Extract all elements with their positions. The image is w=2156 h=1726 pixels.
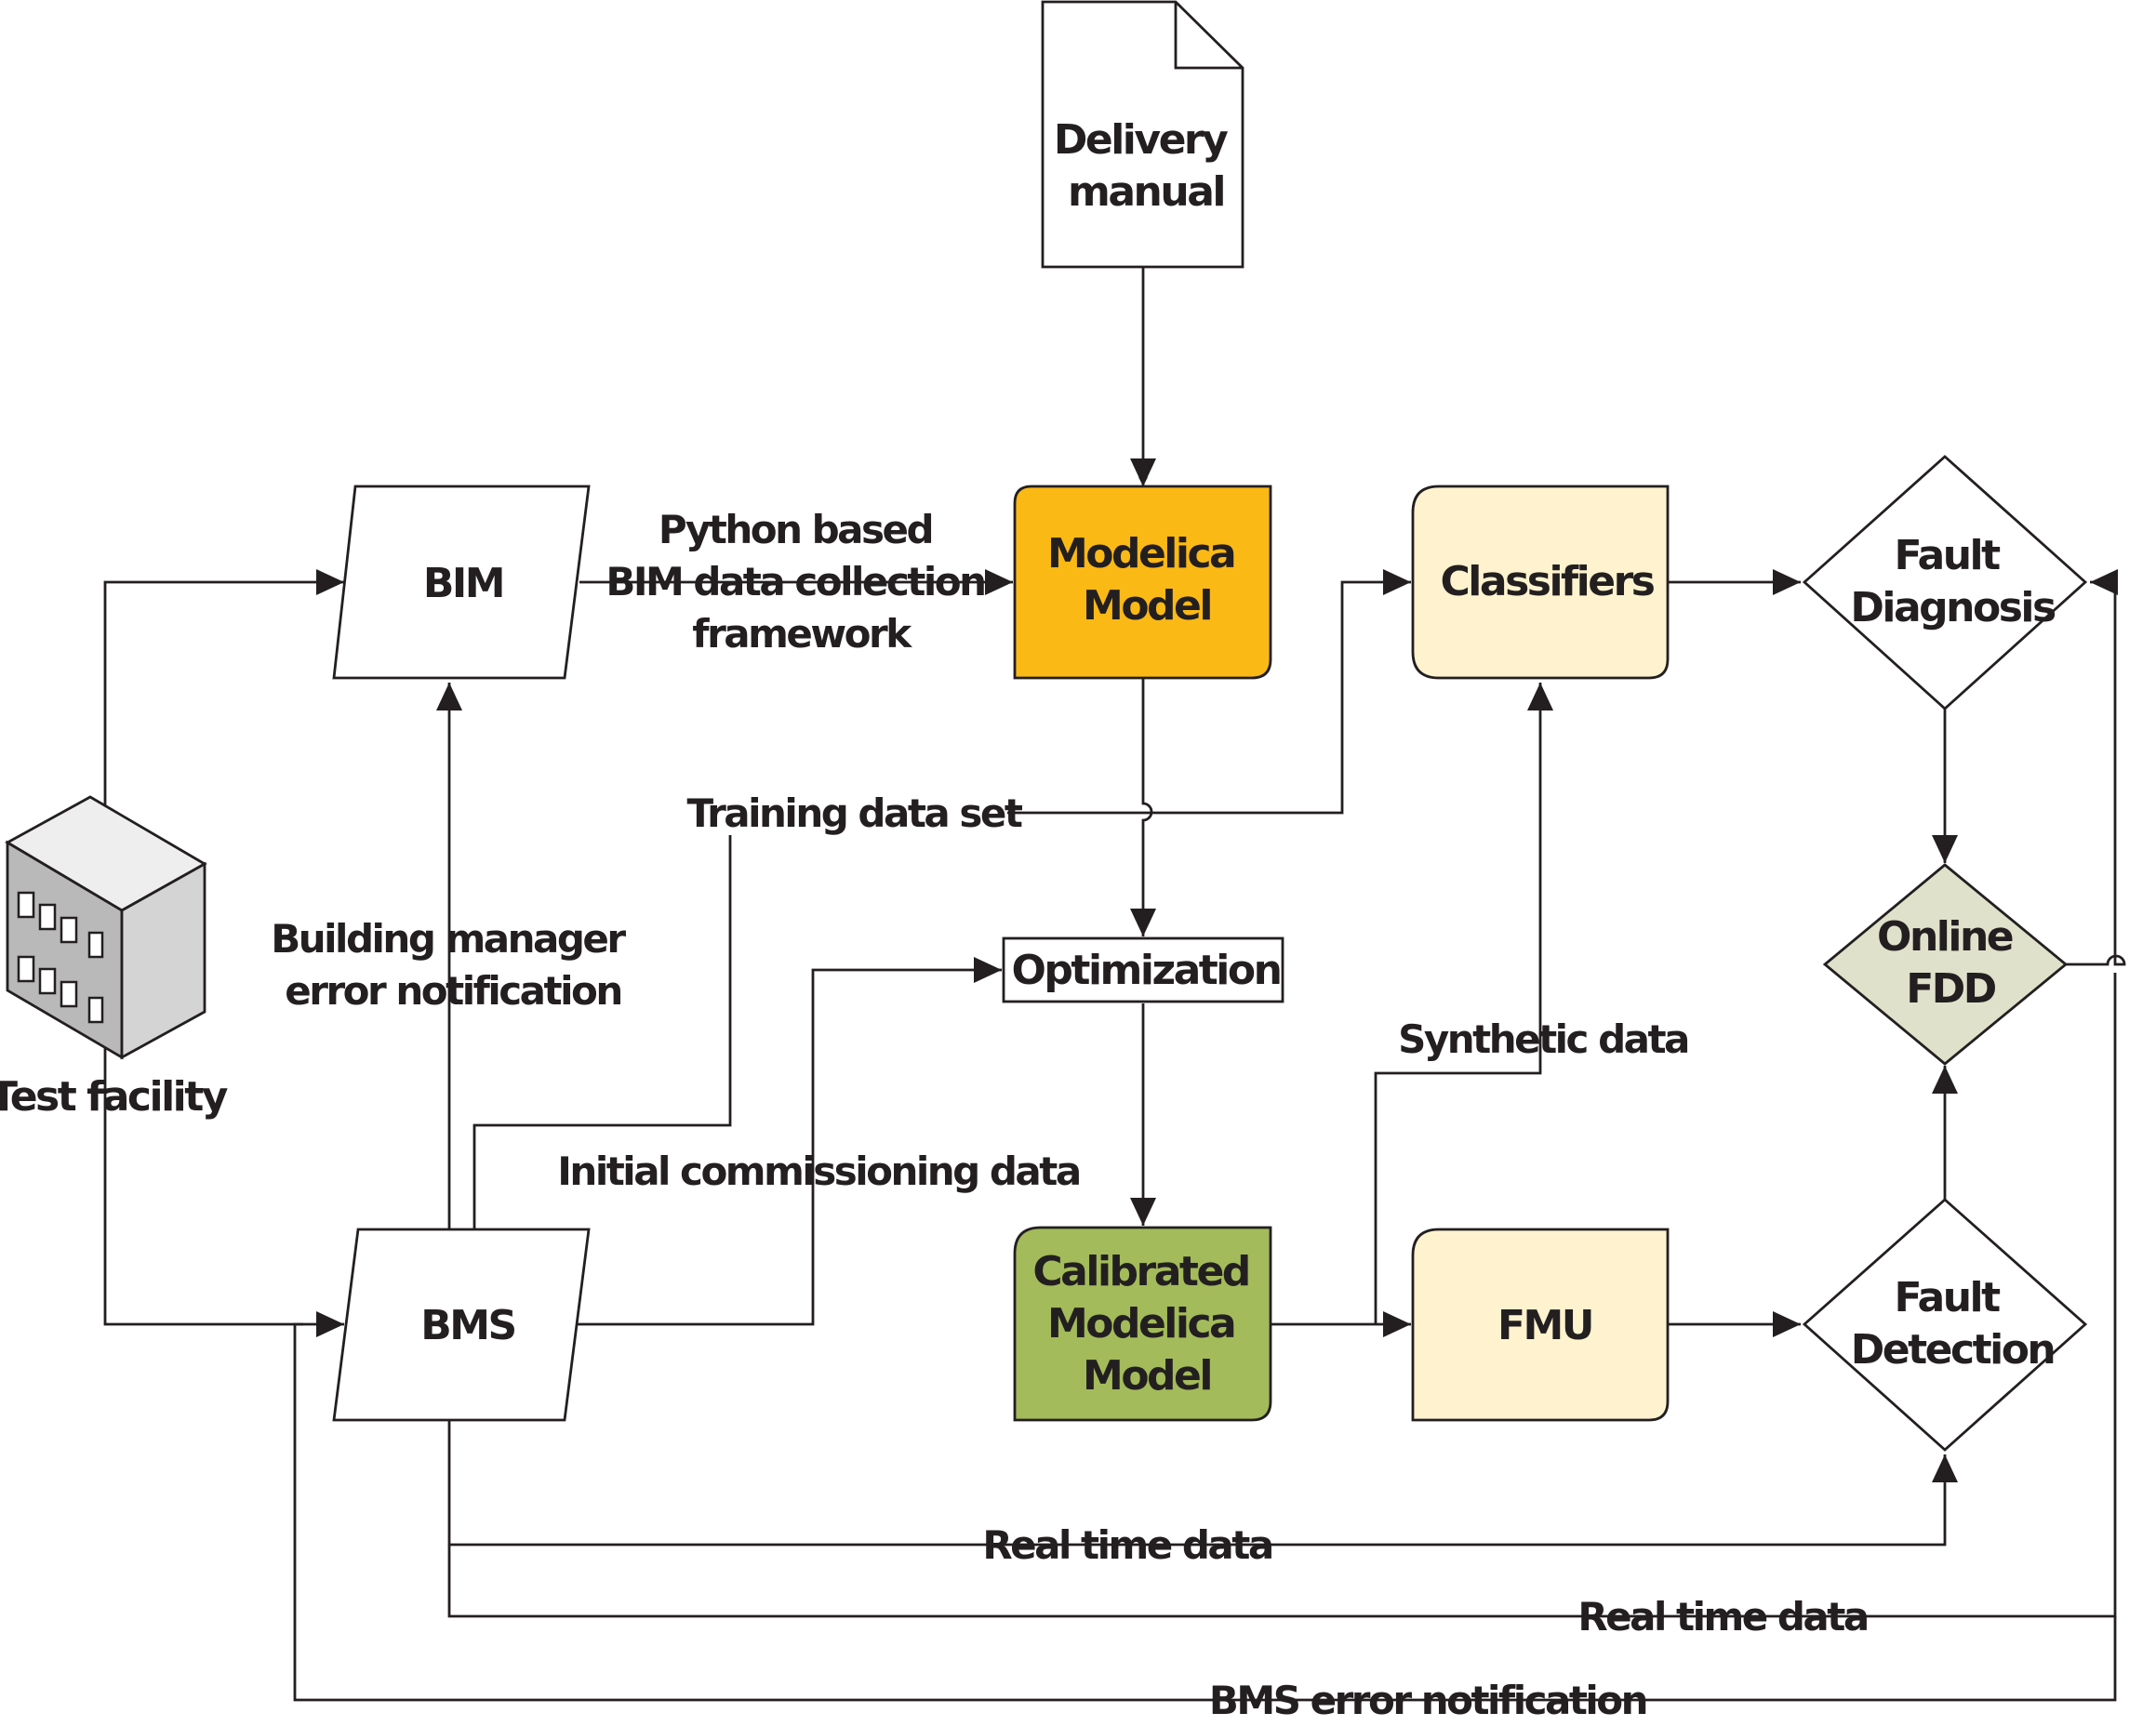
edge-bms-error (293, 1322, 2117, 1702)
edge-facility-to-bms (103, 1068, 344, 1326)
arrow-heads (316, 458, 2118, 1482)
bms-label: BMS (420, 1302, 515, 1349)
arrowhead-into-classifiers-from-fmu (1527, 683, 1553, 710)
edge-modelica-to-optimization (1141, 678, 1153, 936)
connectors (103, 267, 2126, 1702)
fmu-shape (1411, 1228, 1670, 1422)
edge-bms-to-training (472, 835, 732, 1229)
edge-label-bms-error: BMS error notification (1209, 1678, 1646, 1723)
fault-detection-shape (1802, 1198, 2088, 1452)
node-modelica-model: Modelica Model (1013, 485, 1272, 680)
arrowhead-into-fdd-from-detection (1932, 1066, 1958, 1094)
edge-label-real-time-1: Real time data (982, 1522, 1272, 1568)
arrowhead-into-detection (1773, 1311, 1801, 1337)
optimization-label: Optimization (1012, 947, 1281, 994)
arrowhead-into-optimization-from-bms (974, 957, 1002, 983)
arrowhead-into-fdd-from-diagnosis (1932, 835, 1958, 863)
node-calibrated-model: Calibrated Modelica Model (1013, 1226, 1272, 1422)
fault-diagnosis-label: Fault Diagnosis (1850, 532, 2056, 631)
calibrated-model-label: Calibrated Modelica Model (1032, 1248, 1260, 1400)
node-bms: BMS (332, 1228, 591, 1422)
edge-label-synthetic-data: Synthetic data (1398, 1016, 1688, 1062)
node-optimization: Optimization (1002, 936, 1284, 1003)
fmu-label: FMU (1497, 1302, 1592, 1349)
arrowhead-into-diagnosis (1773, 569, 1801, 595)
node-fault-detection: Fault Detection (1802, 1198, 2088, 1452)
node-delivery-manual: Delivery manual (1041, 0, 1244, 269)
node-test-facility: Test facility (0, 795, 230, 1121)
edge-training-to-classifiers (1007, 580, 1411, 815)
arrowhead-into-modelica (1130, 458, 1156, 486)
edge-label-initial-commissioning: Initial commissioning data (557, 1148, 1080, 1194)
arrowhead-into-bim-from-python (985, 569, 1013, 595)
bms-shape (332, 1228, 591, 1422)
arrowhead-into-bim-from-bms (436, 683, 462, 710)
classifiers-label: Classifiers (1441, 558, 1655, 605)
node-bim: BIM (332, 485, 591, 680)
node-classifiers: Classifiers (1411, 485, 1670, 680)
optimization-shape (1002, 936, 1284, 1003)
edge-bms-to-optimization (577, 968, 1002, 1326)
node-fault-diagnosis: Fault Diagnosis (1802, 455, 2088, 710)
arrowhead-into-detection-from-realtime (1932, 1454, 1958, 1482)
node-fmu: FMU (1411, 1228, 1670, 1422)
modelica-model-shape (1013, 485, 1272, 680)
fault-diagnosis-shape (1802, 455, 2088, 710)
arrowhead-into-optimization-from-modelica (1130, 909, 1156, 936)
arrowhead-into-diagnosis-from-fdd (2090, 569, 2118, 595)
edge-label-real-time-2: Real time data (1577, 1594, 1868, 1640)
calibrated-model-shape (1013, 1226, 1272, 1422)
delivery-manual-fold (1174, 2, 1243, 70)
node-online-fdd: Online FDD (1822, 863, 2069, 1066)
building-icon (5, 795, 207, 1060)
arrowhead-into-calibrated (1130, 1198, 1156, 1226)
bim-shape (332, 485, 591, 680)
arrowhead-into-fmu (1383, 1311, 1411, 1337)
edge-realtime-1 (447, 1420, 1947, 1547)
delivery-manual-label: Delivery manual (1054, 116, 1238, 216)
edge-label-python-framework: Python based BIM data collection framewo… (606, 507, 995, 657)
online-fdd-shape (1822, 863, 2069, 1066)
bim-label: BIM (423, 560, 503, 607)
edge-realtime-2 (447, 973, 2117, 1618)
fault-detection-label: Fault Detection (1851, 1274, 2055, 1374)
arrowhead-into-bim-from-facility (316, 569, 344, 595)
edge-fmu-to-classifiers (1374, 683, 1542, 1324)
edge-label-training-data: Training data set (687, 790, 1023, 836)
edge-label-manager-notification: Building manager error notification (271, 916, 635, 1014)
online-fdd-label: Online FDD (1877, 913, 2024, 1013)
classifiers-shape (1411, 485, 1670, 680)
test-facility-label: Test facility (0, 1073, 228, 1121)
arrowhead-into-bms-from-facility (316, 1311, 344, 1337)
arrowhead-into-classifiers-from-training (1383, 569, 1411, 595)
modelica-model-label: Modelica Model (1047, 530, 1246, 630)
edge-fdd-to-diagnosis (2066, 580, 2126, 966)
